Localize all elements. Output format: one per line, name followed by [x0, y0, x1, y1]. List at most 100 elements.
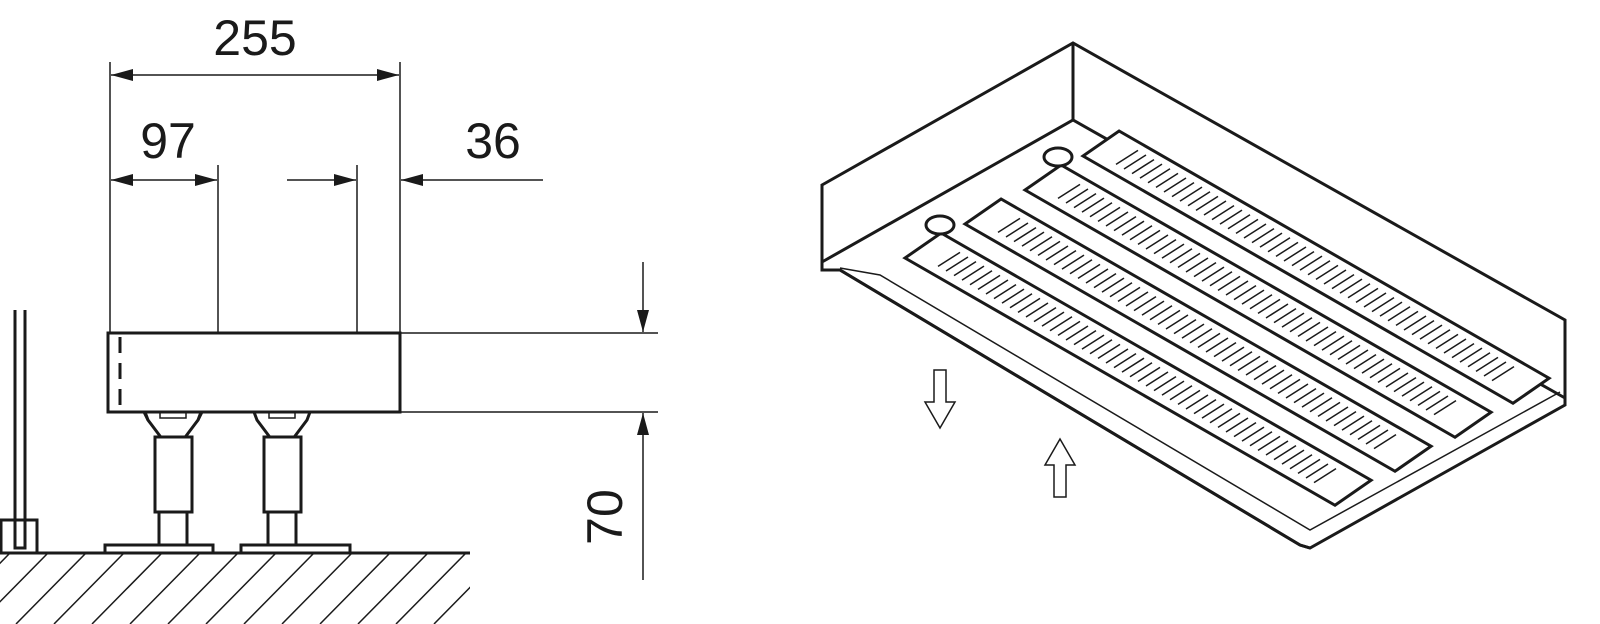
dimension-255: 255 [213, 10, 296, 66]
grille-fin [1365, 429, 1389, 445]
grille-fin [1355, 287, 1379, 304]
grille-fin [1155, 172, 1179, 189]
isometric-view [820, 41, 1567, 550]
grille-fin [1141, 300, 1165, 316]
hatch-line [0, 553, 11, 565]
grille-slot [902, 231, 1374, 508]
grille-fin [1291, 250, 1315, 267]
grille-fin [961, 265, 985, 281]
grille-fin [1147, 168, 1171, 184]
grille-fin [1329, 340, 1353, 356]
grille-fin [1045, 245, 1069, 261]
grille-fin [1173, 318, 1197, 335]
grille-slot [962, 197, 1434, 474]
convector-housing [820, 41, 1567, 550]
grille-fin [1131, 158, 1155, 175]
grille-fin [1339, 278, 1363, 294]
grille-fin [1315, 264, 1339, 281]
grille-fin [1283, 246, 1307, 262]
grille-fin [1347, 283, 1371, 299]
grille-fin [1089, 202, 1113, 218]
grille-fin [1393, 376, 1417, 393]
hatch-line [357, 553, 429, 624]
grille-fin [1427, 329, 1451, 345]
grille-fin [1137, 229, 1161, 246]
grille-fin [1299, 255, 1323, 271]
grille-fin [1185, 394, 1209, 410]
grille-fin [1121, 220, 1145, 236]
grille-fin [1259, 232, 1283, 248]
grille-fin [1101, 277, 1125, 293]
grille-fin [1245, 360, 1269, 376]
grille-fin [1273, 444, 1297, 461]
grille-fin [1081, 197, 1105, 213]
grille-fin [1065, 325, 1089, 341]
grille-fin [1233, 421, 1257, 438]
grille-fin [1491, 365, 1515, 382]
convector-body-side [106, 331, 402, 414]
dimension-36: 36 [465, 113, 521, 169]
hatch-line [91, 553, 163, 624]
grille-fin [1297, 458, 1321, 475]
grille-fin [1225, 417, 1249, 433]
grille-fin [1425, 395, 1449, 411]
grille-fin [1225, 280, 1249, 296]
grille-fin [1013, 226, 1037, 243]
grille-fin [1333, 410, 1357, 427]
grille-fin [1157, 309, 1181, 326]
grille-fin [1371, 296, 1395, 313]
floor-hatching [0, 553, 542, 624]
grille-fin [1041, 311, 1065, 327]
grille-fin [1379, 301, 1403, 317]
grille-fin [1089, 339, 1113, 355]
grille-fin [1293, 387, 1317, 404]
grille-fin [977, 274, 1001, 291]
grille-fin [1395, 310, 1419, 327]
grille-fin [1195, 195, 1219, 212]
grille-fin [1349, 420, 1373, 436]
grille-fin [1435, 333, 1459, 350]
grille-fin [1179, 186, 1203, 202]
grille-fin [1281, 449, 1305, 465]
grille-fin [1145, 371, 1169, 387]
grille-fin [1289, 454, 1313, 470]
grille-fin [1129, 225, 1153, 241]
grille-slot [1080, 129, 1552, 406]
hatch-line [243, 553, 315, 624]
side-view: 255 97 36 70 [0, 10, 658, 624]
grille-fin [1145, 234, 1169, 250]
grille-fin [1113, 215, 1137, 232]
grille-fin [1411, 319, 1435, 336]
hatch-line [433, 586, 470, 624]
grille-fin [1313, 330, 1337, 347]
grille-fin [1257, 435, 1281, 452]
grille-fin [1105, 348, 1129, 364]
grille-fin [1171, 181, 1195, 198]
grille-fin [1115, 149, 1139, 166]
hatch-line [0, 553, 49, 603]
grille-fin [1201, 403, 1225, 419]
grille-fin [1331, 273, 1355, 290]
grille-fin [985, 279, 1009, 295]
grille-fin [1459, 347, 1483, 363]
hatch-line [472, 553, 542, 624]
grille-fin [1269, 374, 1293, 390]
grille-fin [1265, 303, 1289, 319]
grille-slot [1022, 163, 1494, 440]
grille-fin [1085, 268, 1109, 284]
grille-fin [1105, 211, 1129, 227]
hatch-line [167, 553, 239, 624]
grille-fin [1081, 334, 1105, 350]
grille-fin [1219, 209, 1243, 225]
grille-fin [1121, 357, 1145, 373]
grille-fin [1209, 271, 1233, 287]
grille-fin [1297, 321, 1321, 338]
grille-fin [1277, 378, 1301, 395]
grille-fin [1025, 302, 1049, 318]
grille-fin [1097, 206, 1121, 223]
grille-fin [1301, 392, 1325, 408]
grille-fin [1403, 315, 1427, 331]
grille-fin [1251, 227, 1275, 244]
grille-fin [1305, 326, 1329, 342]
